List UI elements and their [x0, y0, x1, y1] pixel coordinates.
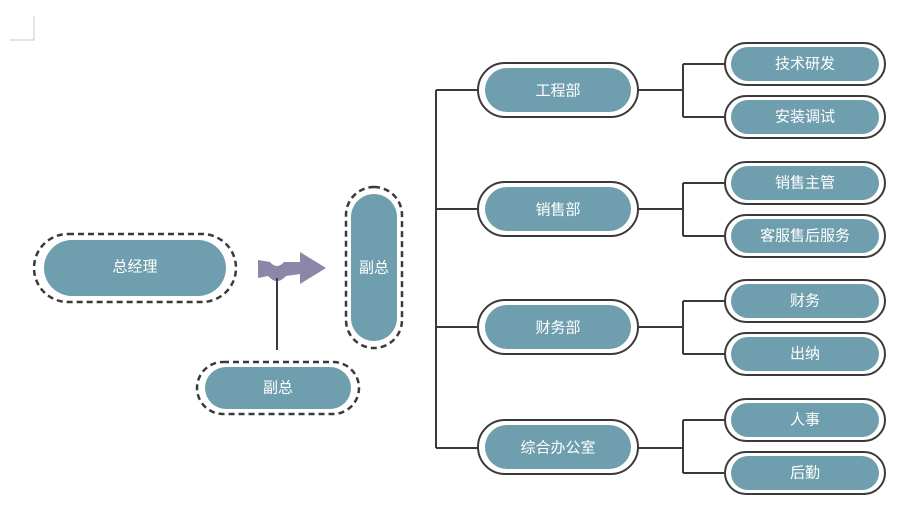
sub-label: 后勤: [790, 464, 820, 482]
sub-node: 人事: [724, 398, 886, 442]
deputy-bottom-node: 副总: [195, 360, 361, 416]
sub-label: 安装调试: [775, 108, 835, 126]
sub-label: 技术研发: [775, 55, 835, 73]
general-manager-label: 总经理: [112, 258, 157, 276]
sub-node: 技术研发: [724, 42, 886, 86]
department-label: 财务部: [535, 319, 580, 337]
arrow-icon: [258, 252, 326, 284]
department-node: 销售部: [477, 181, 639, 237]
department-node: 财务部: [477, 299, 639, 355]
sub-label: 人事: [790, 411, 820, 429]
sub-node: 出纳: [724, 332, 886, 376]
deputy-top-label: 副总: [359, 259, 389, 277]
sub-label: 出纳: [790, 345, 820, 363]
sub-node: 财务: [724, 279, 886, 323]
sub-label: 财务: [790, 292, 820, 310]
sub-label: 销售主管: [775, 174, 835, 192]
department-label: 销售部: [535, 201, 580, 219]
sub-node: 安装调试: [724, 95, 886, 139]
sub-node: 销售主管: [724, 161, 886, 205]
department-label: 综合办公室: [520, 439, 595, 457]
deputy-top-node: 副总: [344, 185, 404, 350]
department-label: 工程部: [535, 82, 580, 100]
department-node: 综合办公室: [477, 419, 639, 475]
corner-mark: [10, 16, 35, 41]
deputy-bottom-label: 副总: [263, 379, 293, 397]
sub-node: 客服售后服务: [724, 214, 886, 258]
general-manager-node: 总经理: [32, 232, 238, 304]
sub-label: 客服售后服务: [760, 227, 850, 245]
sub-node: 后勤: [724, 451, 886, 495]
department-node: 工程部: [477, 62, 639, 118]
